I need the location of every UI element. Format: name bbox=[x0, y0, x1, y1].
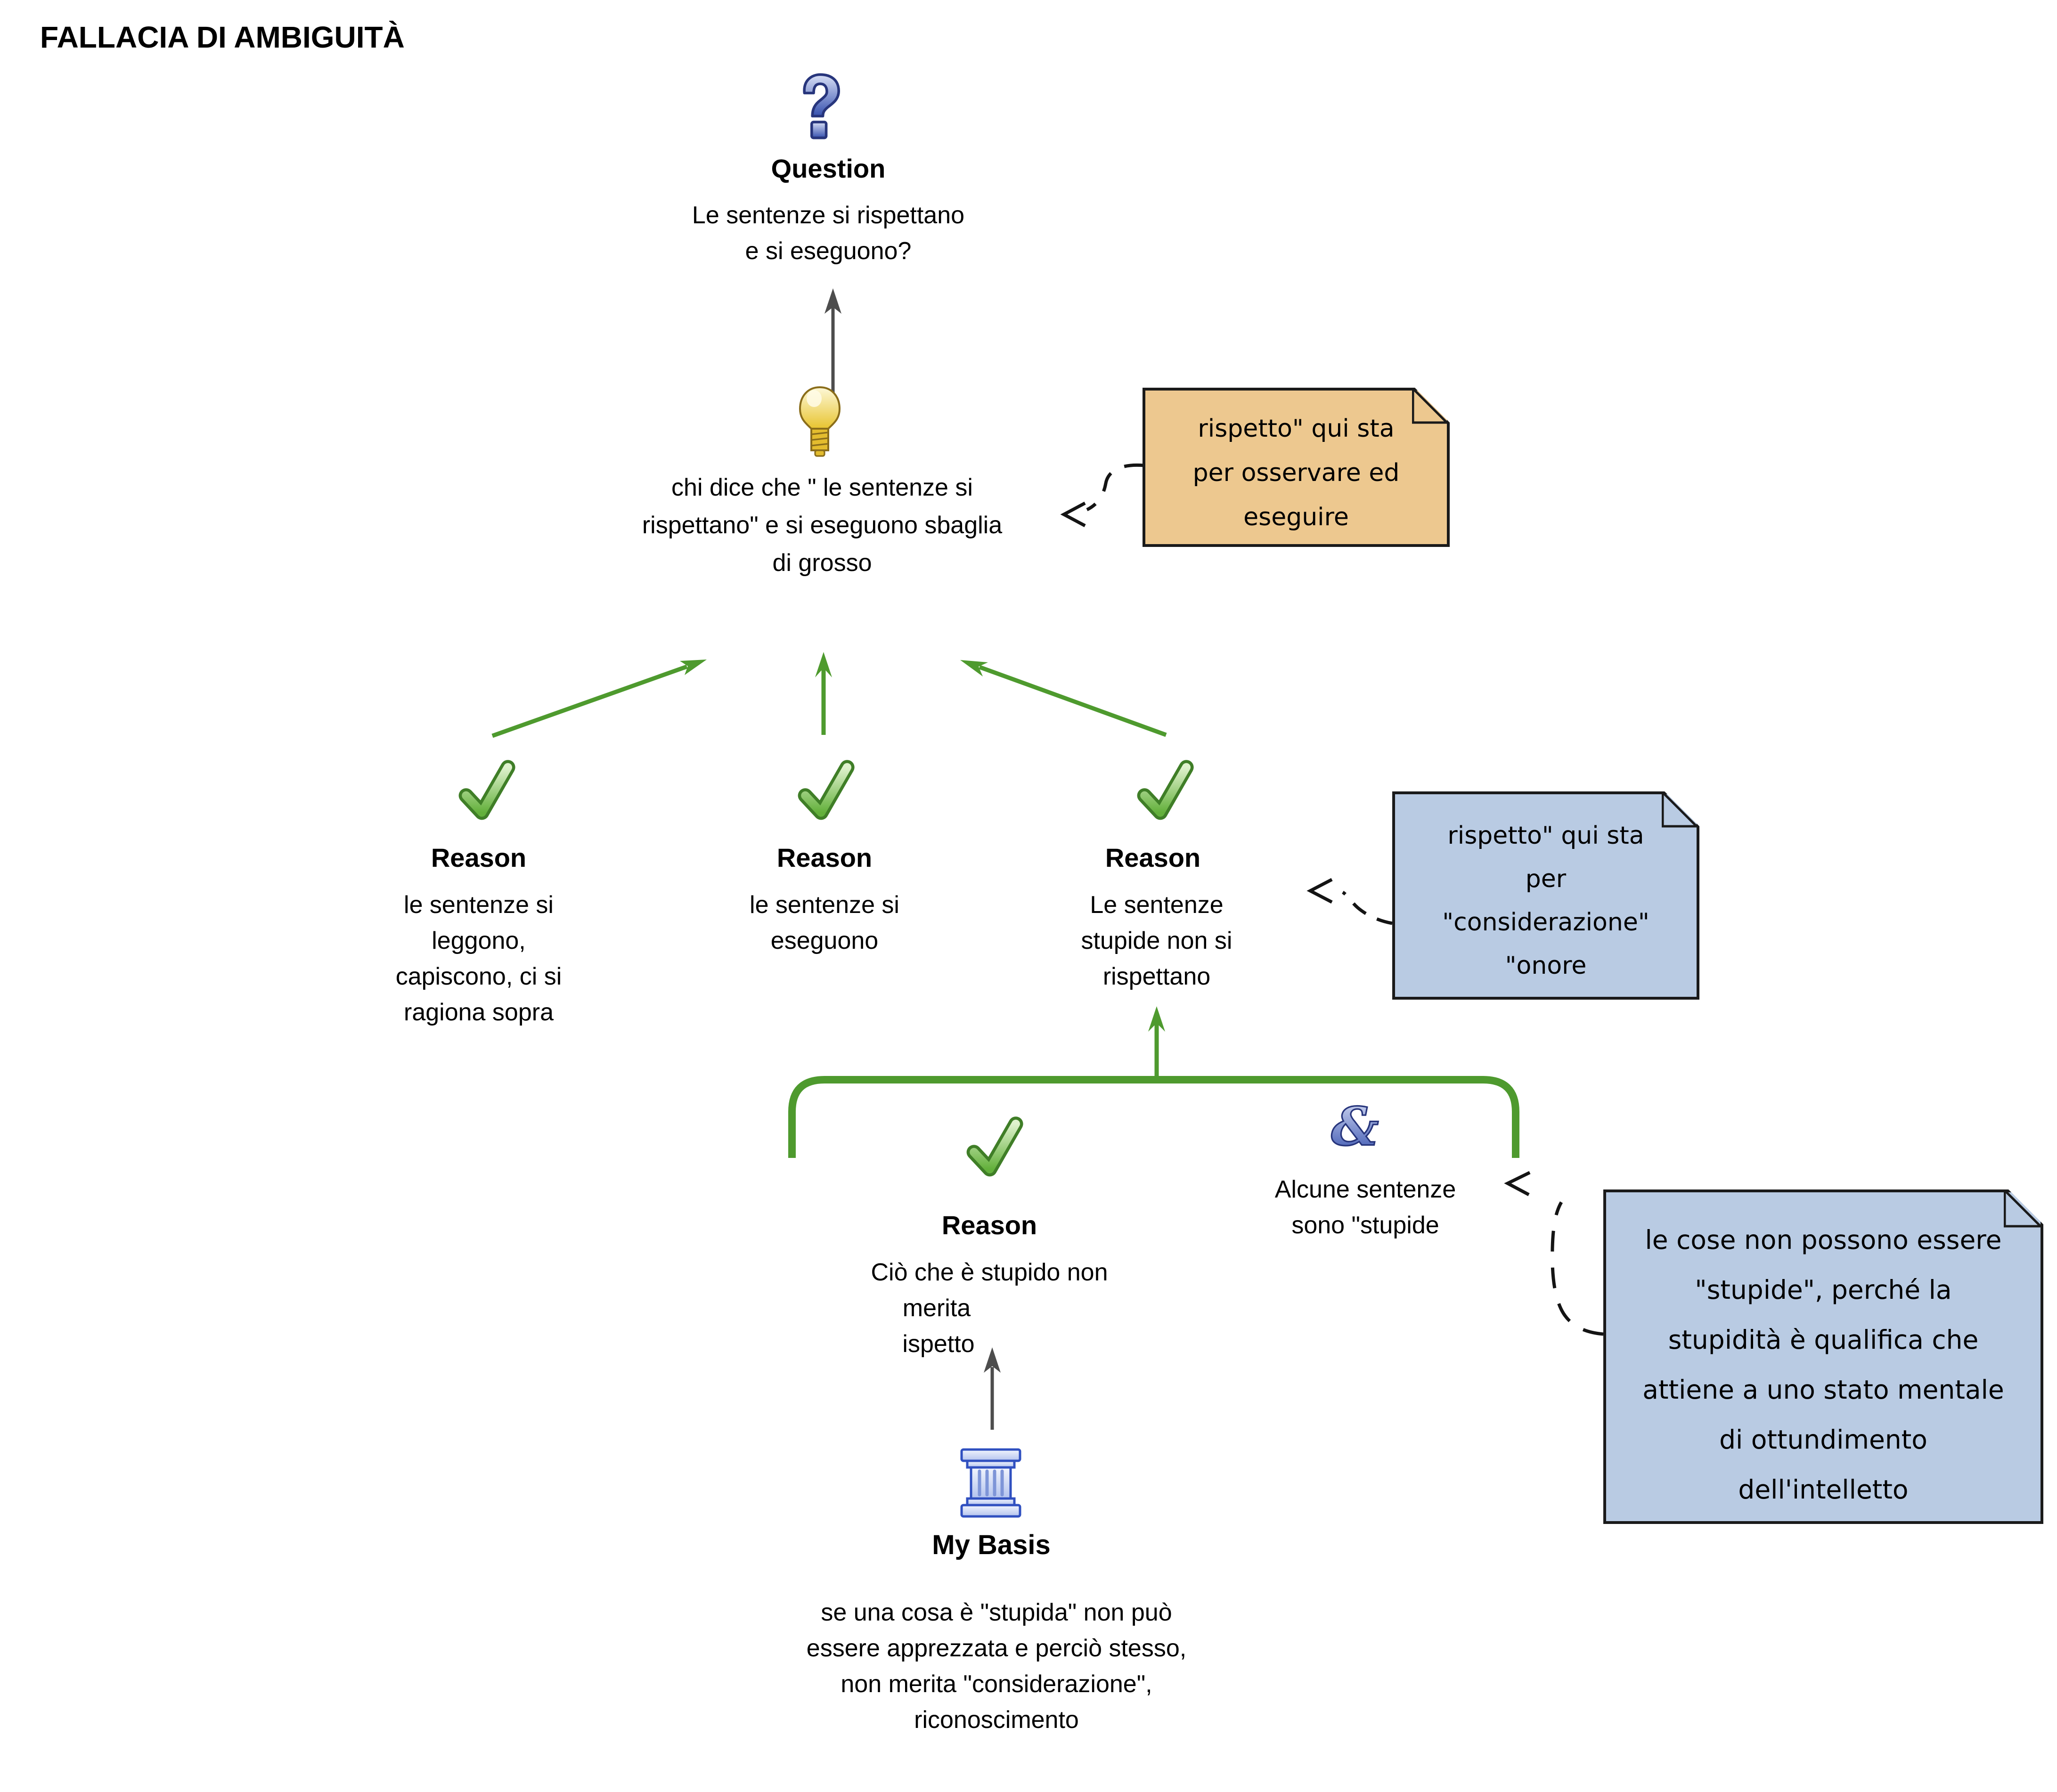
dashed-link-note-and bbox=[1504, 1171, 1604, 1336]
question-icon bbox=[794, 73, 847, 145]
reason2-text-line: eseguono bbox=[770, 927, 879, 954]
grouped-reason-text-line: merita bbox=[902, 1295, 971, 1322]
and-text-line: Alcune sentenze bbox=[1274, 1176, 1456, 1203]
note-and-line: dell'intelletto bbox=[1738, 1474, 1909, 1505]
note-claim-line: per osservare ed bbox=[1192, 459, 1400, 487]
note-and-line: "stupide", perché la bbox=[1695, 1275, 1952, 1305]
note-fold-corner bbox=[2004, 1189, 2043, 1229]
green-arrow-reason1 bbox=[491, 660, 707, 738]
reason1-text-line: capiscono, ci si bbox=[395, 963, 562, 990]
basis-text-line: essere apprezzata e perciò stesso, bbox=[806, 1635, 1187, 1662]
question-text-line: e si eseguono? bbox=[745, 237, 912, 265]
lightbulb-icon bbox=[794, 384, 845, 461]
page-title: FALLACIA DI AMBIGUITÀ bbox=[40, 20, 405, 54]
reason3-text-line: stupide non si bbox=[1081, 927, 1233, 954]
note-claim-line: eseguire bbox=[1243, 503, 1349, 531]
reason3-text-line: rispettano bbox=[1102, 963, 1211, 990]
dashed-link-note-reason3 bbox=[1306, 878, 1393, 925]
note-and: le cose non possono essere "stupide", pe… bbox=[1603, 1189, 2043, 1524]
note-and-line: attiene a uno stato mentale bbox=[1642, 1375, 2004, 1405]
reason2-label: Reason bbox=[776, 843, 873, 872]
claim-text-line: rispettano" e si eseguono sbaglia bbox=[642, 512, 1003, 539]
check-icon bbox=[962, 1116, 1025, 1181]
basis-text-line: riconoscimento bbox=[914, 1706, 1079, 1734]
reason1-text-line: le sentenze si bbox=[404, 891, 554, 919]
note-fold-corner bbox=[1662, 791, 1699, 829]
note-fold-corner bbox=[1412, 388, 1450, 425]
note-and-line: le cose non possono essere bbox=[1645, 1225, 2002, 1255]
reason2-text-line: le sentenze si bbox=[750, 891, 899, 919]
grouped-reason-text-line: Ciò che è stupido non bbox=[871, 1259, 1108, 1286]
note-reason3-line: "considerazione" bbox=[1442, 908, 1649, 937]
svg-text:&: & bbox=[1331, 1100, 1379, 1153]
check-icon bbox=[793, 759, 856, 824]
reason3-label: Reason bbox=[1105, 843, 1201, 872]
arrow-claim-to-question bbox=[824, 288, 841, 398]
note-reason3-line: "onore bbox=[1505, 952, 1587, 980]
note-reason3: rispetto" qui sta per "considerazione" "… bbox=[1392, 791, 1699, 1000]
green-arrow-reason3 bbox=[960, 660, 1167, 737]
basis-text-line: non merita "considerazione", bbox=[841, 1670, 1152, 1698]
reason3-text-line: Le sentenze bbox=[1090, 891, 1224, 919]
ampersand-icon: & bbox=[1331, 1095, 1379, 1158]
pillar-icon bbox=[958, 1448, 1024, 1521]
green-arrow-reason2 bbox=[815, 652, 832, 735]
note-and-line: di ottundimento bbox=[1719, 1425, 1927, 1455]
grouped-reason-text-line: ispetto bbox=[902, 1330, 975, 1358]
claim-text-line: chi dice che " le sentenze si bbox=[671, 474, 973, 501]
question-text-line: Le sentenze si rispettano bbox=[692, 202, 965, 229]
claim-text-line: di grosso bbox=[772, 549, 872, 577]
check-icon bbox=[454, 759, 517, 824]
grouped-reason-label: Reason bbox=[941, 1210, 1037, 1240]
note-reason3-line: rispetto" qui sta bbox=[1447, 822, 1644, 850]
reason1-text-line: leggono, bbox=[432, 927, 526, 954]
and-text-line: sono "stupide bbox=[1291, 1212, 1439, 1239]
note-claim-line: rispetto" qui sta bbox=[1198, 415, 1395, 443]
group-bracket bbox=[788, 1076, 1519, 1158]
question-label: Question bbox=[771, 154, 886, 183]
note-and-line: stupidità è qualifica che bbox=[1668, 1325, 1979, 1355]
dashed-link-note-claim bbox=[1060, 463, 1144, 528]
note-claim: rispetto" qui sta per osservare ed esegu… bbox=[1143, 388, 1450, 547]
basis-label: My Basis bbox=[932, 1530, 1051, 1560]
arrow-basis-to-reason bbox=[984, 1347, 1001, 1430]
basis-text-line: se una cosa è "stupida" non può bbox=[821, 1599, 1172, 1626]
reason1-label: Reason bbox=[431, 843, 527, 872]
reason1-text-line: ragiona sopra bbox=[404, 999, 554, 1026]
check-icon bbox=[1132, 759, 1195, 824]
note-reason3-line: per bbox=[1525, 865, 1567, 893]
green-arrow-bracket-to-reason3 bbox=[1148, 1006, 1165, 1077]
